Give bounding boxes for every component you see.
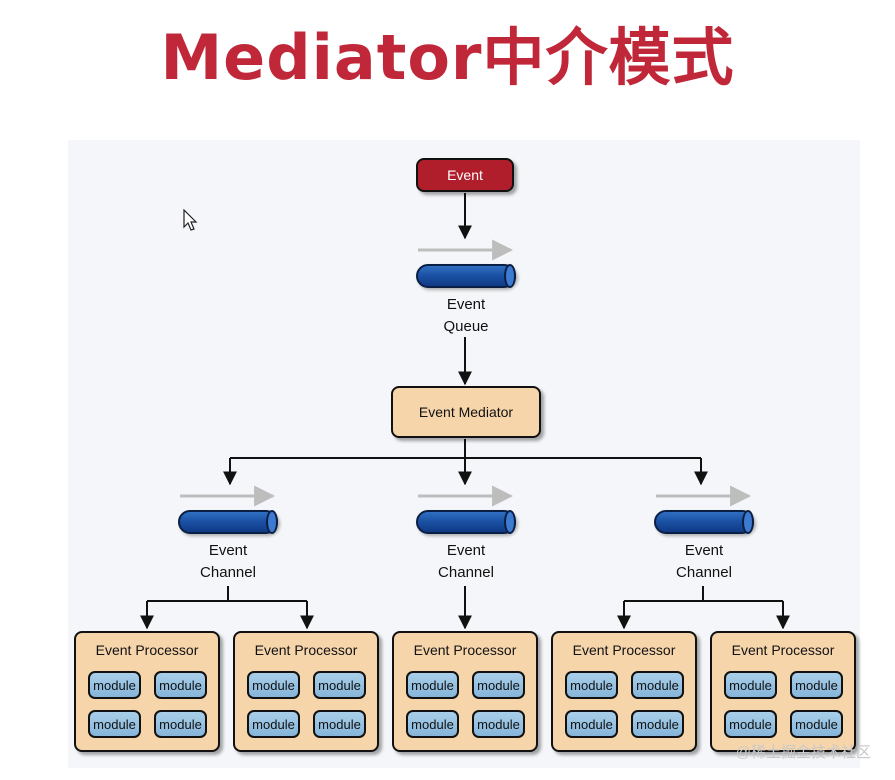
module: module: [88, 710, 141, 738]
event-channel-label: Event Channel: [200, 542, 256, 581]
event-queue-label: Event Queue: [443, 296, 489, 335]
event-processor: Event Processor module module module mod…: [392, 631, 538, 752]
event-queue-pipe: [416, 264, 516, 288]
event-processor-title: Event Processor: [572, 642, 676, 658]
mouse-pointer-icon: [183, 209, 198, 231]
module: module: [472, 671, 525, 699]
event-mediator-box: Event Mediator: [391, 386, 541, 438]
event-processor: Event Processor module module module mod…: [551, 631, 697, 752]
page-title: Mediator中介模式: [160, 21, 735, 94]
module: module: [631, 671, 684, 699]
module: module: [154, 710, 207, 738]
module: module: [313, 710, 366, 738]
event-processor-title: Event Processor: [731, 642, 835, 658]
module: module: [790, 671, 843, 699]
module: module: [472, 710, 525, 738]
event-channel-pipe: [654, 510, 754, 534]
event-processor-title: Event Processor: [413, 642, 517, 658]
module: module: [406, 710, 459, 738]
module: module: [724, 710, 777, 738]
event-channel-pipe: [178, 510, 278, 534]
module: module: [724, 671, 777, 699]
watermark: @稀土掘金技术社区: [735, 744, 871, 761]
module: module: [313, 671, 366, 699]
event-channel-pipe: [416, 510, 516, 534]
event-processor: Event Processor module module module mod…: [710, 631, 856, 752]
module: module: [565, 710, 618, 738]
event-processor-title: Event Processor: [95, 642, 199, 658]
event-processor: Event Processor module module module mod…: [74, 631, 220, 752]
module: module: [247, 671, 300, 699]
module: module: [247, 710, 300, 738]
module: module: [565, 671, 618, 699]
event-channel-label: Event Channel: [438, 542, 494, 581]
event-channel-label: Event Channel: [676, 542, 732, 581]
module: module: [790, 710, 843, 738]
event-processor: Event Processor module module module mod…: [233, 631, 379, 752]
module: module: [88, 671, 141, 699]
module: module: [406, 671, 459, 699]
module: module: [154, 671, 207, 699]
event-box: Event: [416, 158, 514, 192]
event-processor-title: Event Processor: [254, 642, 358, 658]
module: module: [631, 710, 684, 738]
